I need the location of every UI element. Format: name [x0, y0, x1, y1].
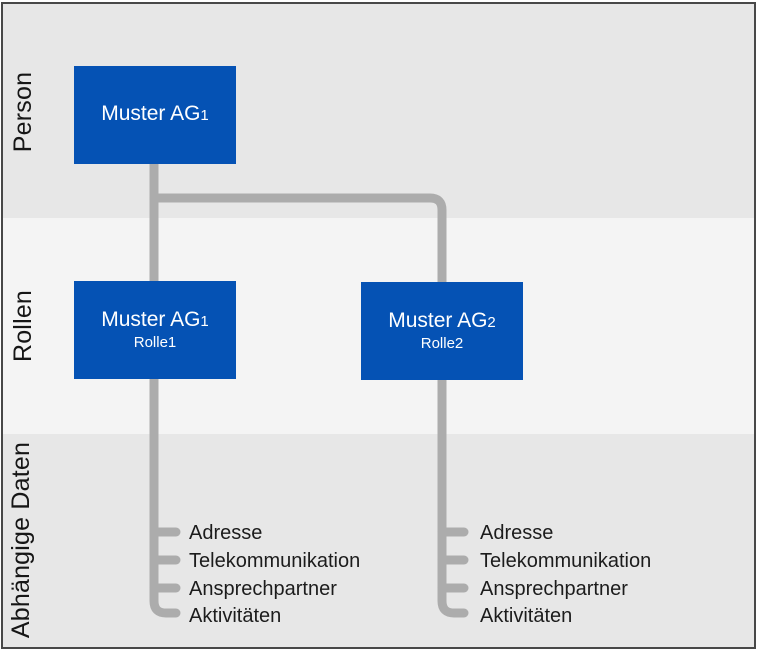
dependent-item-label: Telekommunikation	[480, 550, 652, 572]
entity-name: Muster AG2	[388, 309, 496, 335]
entity-name: Muster AG1	[101, 308, 209, 334]
entity-name-text: Muster AG	[101, 102, 201, 125]
entity-name-text: Muster AG	[101, 308, 201, 331]
entity-box-role2-muster-ag2: Muster AG2 Rolle2	[361, 282, 523, 380]
entity-name-subscript: 2	[487, 314, 496, 331]
entity-name-subscript: 1	[200, 313, 209, 330]
dependent-item-label: Adresse	[189, 522, 263, 544]
dependent-item-label: Telekommunikation	[189, 550, 361, 572]
entity-name-subscript: 1	[200, 107, 209, 124]
band-label-abhaengige-daten: Abhängige Daten	[5, 410, 37, 653]
band-label-text: Person	[8, 71, 37, 153]
entity-name-text: Muster AG	[388, 309, 488, 332]
dependent-item-label: Ansprechpartner	[189, 578, 337, 600]
dependent-item-label: Aktivitäten	[189, 605, 282, 627]
entity-box-person-muster-ag1: Muster AG1	[74, 66, 236, 164]
entity-role-label: Rolle2	[420, 335, 464, 352]
entity-role-label: Rolle1	[133, 334, 177, 351]
entity-name: Muster AG1	[101, 102, 209, 128]
dependent-item-label: Ansprechpartner	[480, 578, 628, 600]
entity-box-role1-muster-ag1: Muster AG1 Rolle1	[74, 281, 236, 379]
band-abhaengige-daten	[3, 434, 754, 647]
dependent-item-label: Adresse	[480, 522, 554, 544]
band-label-text: Rollen	[8, 289, 37, 363]
dependent-item-label: Aktivitäten	[480, 605, 573, 627]
band-label-text: Abhängige Daten	[6, 441, 35, 639]
